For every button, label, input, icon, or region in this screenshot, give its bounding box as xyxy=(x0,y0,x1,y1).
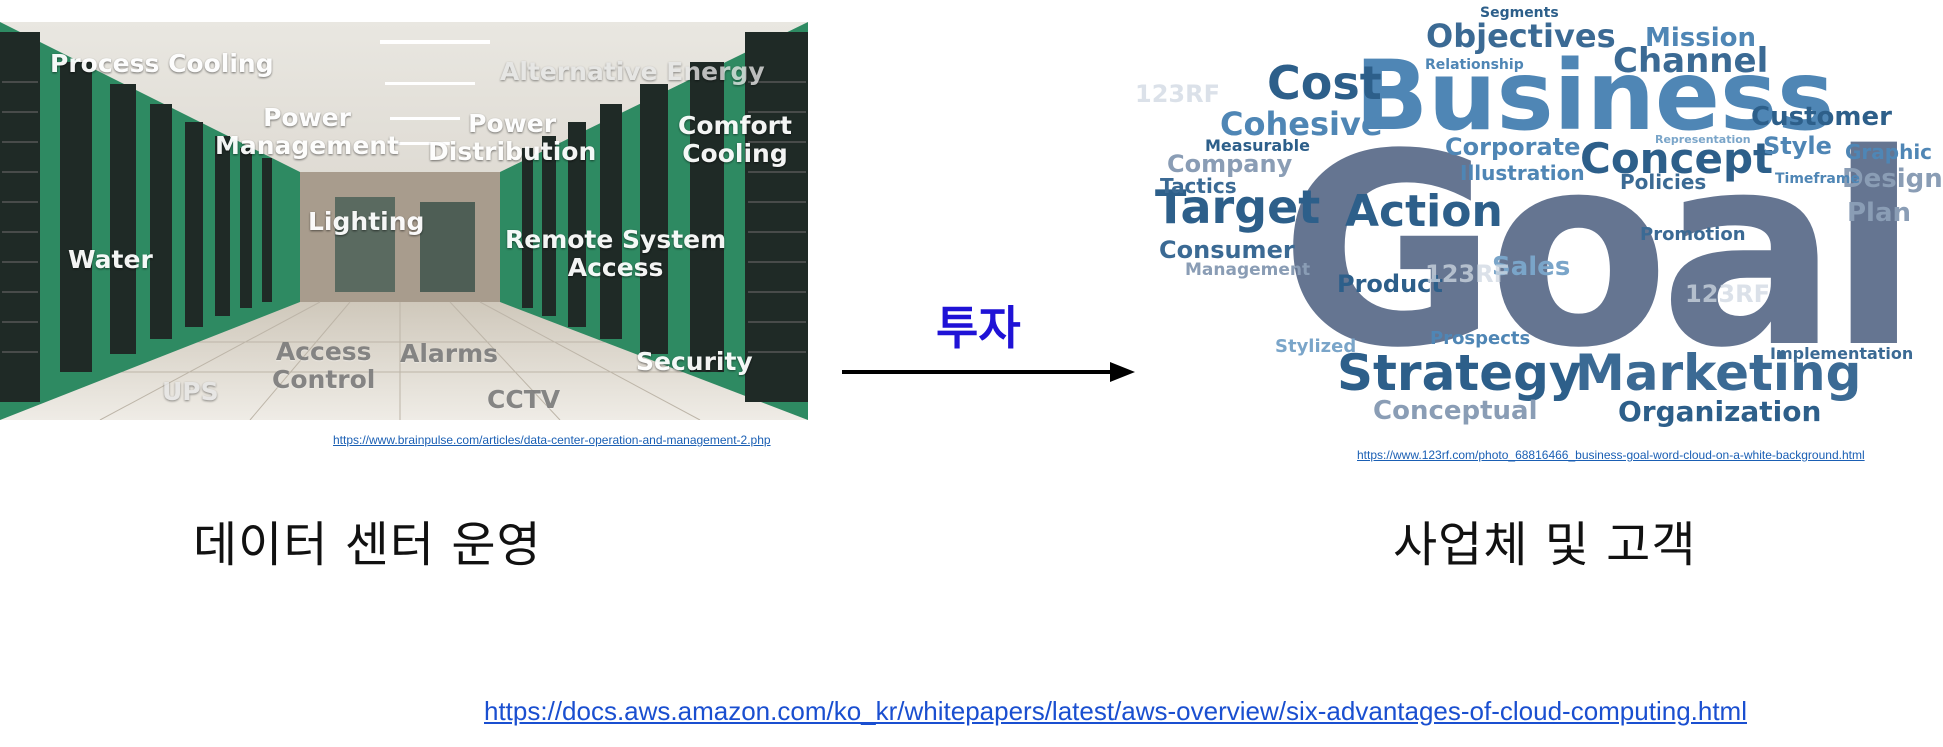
data-center-image: Process Cooling Alternative Energy Power… xyxy=(0,22,808,420)
watermark-logo-2: 123RF xyxy=(1425,260,1510,288)
word-goal: Goal xyxy=(1280,98,1919,406)
watermark-logo: 123RF xyxy=(1135,80,1220,108)
label-alarms: Alarms xyxy=(400,339,499,368)
label-water: Water xyxy=(68,245,153,274)
word-action: Action xyxy=(1345,186,1503,237)
word-business: Business xyxy=(1355,40,1835,152)
left-caption: 데이터 센터 운영 xyxy=(193,517,542,573)
word-cost: Cost xyxy=(1267,56,1382,110)
word-consumer: Consumer xyxy=(1159,236,1295,264)
word-stylized: Stylized xyxy=(1275,336,1357,357)
word-timeframe: Timeframe xyxy=(1775,171,1860,187)
word-prospects: Prospects xyxy=(1430,328,1531,349)
label-security: Security xyxy=(636,347,753,376)
word-cloud-image: Goal Business Strategy Marketing Cost Ob… xyxy=(1125,0,1943,450)
word-cohesive: Cohesive xyxy=(1220,105,1383,143)
word-concept: Concept xyxy=(1580,134,1774,183)
label-ups: UPS xyxy=(162,377,219,406)
word-tactics: Tactics xyxy=(1160,174,1237,198)
word-company: Company xyxy=(1167,150,1293,178)
label-power-management: Power Management xyxy=(215,103,400,160)
word-marketing: Marketing xyxy=(1575,344,1862,402)
watermark-logo-3: 123RF xyxy=(1685,280,1770,308)
word-segments: Segments xyxy=(1480,5,1559,21)
label-remote-system-access: Remote System Access xyxy=(505,225,727,282)
word-design: Design xyxy=(1842,164,1943,194)
word-representation: Representation xyxy=(1655,133,1751,146)
data-center-illustration xyxy=(0,22,808,420)
word-customer: Customer xyxy=(1751,102,1892,132)
label-comfort-cooling: Comfort Cooling xyxy=(678,111,792,168)
word-channel: Channel xyxy=(1613,41,1769,81)
word-graphic: Graphic xyxy=(1845,140,1933,164)
word-promotion: Promotion xyxy=(1640,224,1746,245)
word-organization: Organization xyxy=(1618,395,1822,428)
word-strategy: Strategy xyxy=(1337,344,1582,402)
label-cctv: CCTV xyxy=(487,385,561,414)
word-objectives: Objectives xyxy=(1426,17,1616,55)
word-style: Style xyxy=(1763,132,1832,160)
word-policies: Policies xyxy=(1620,170,1707,194)
word-target: Target xyxy=(1155,180,1321,234)
word-illustration: Illustration xyxy=(1460,161,1585,185)
word-conceptual: Conceptual xyxy=(1373,396,1538,426)
word-product: Product xyxy=(1337,270,1443,298)
word-sales: Sales xyxy=(1492,252,1571,282)
label-power-distribution: Power Distribution xyxy=(428,109,597,166)
left-image-source-link[interactable]: https://www.brainpulse.com/articles/data… xyxy=(333,433,771,447)
word-implementation: Implementation xyxy=(1770,344,1914,363)
word-relationship: Relationship xyxy=(1425,57,1524,73)
word-mission: Mission xyxy=(1645,23,1757,53)
label-lighting: Lighting xyxy=(308,207,425,236)
right-arrow-icon xyxy=(842,362,1135,382)
right-caption: 사업체 및 고객 xyxy=(1393,517,1697,573)
right-image-source-link[interactable]: https://www.123rf.com/photo_68816466_bus… xyxy=(1357,448,1865,462)
word-plan: Plan xyxy=(1847,198,1912,228)
word-measurable: Measurable xyxy=(1205,136,1310,155)
label-process-cooling: Process Cooling xyxy=(50,49,274,78)
aws-whitepaper-link[interactable]: https://docs.aws.amazon.com/ko_kr/whitep… xyxy=(484,696,1747,726)
word-corporate: Corporate xyxy=(1445,133,1581,161)
label-access-control: Access Control xyxy=(272,337,376,394)
arrow-label: 투자 xyxy=(936,301,1021,355)
word-management: Management xyxy=(1185,260,1311,280)
label-alternative-energy: Alternative Energy xyxy=(500,57,765,86)
